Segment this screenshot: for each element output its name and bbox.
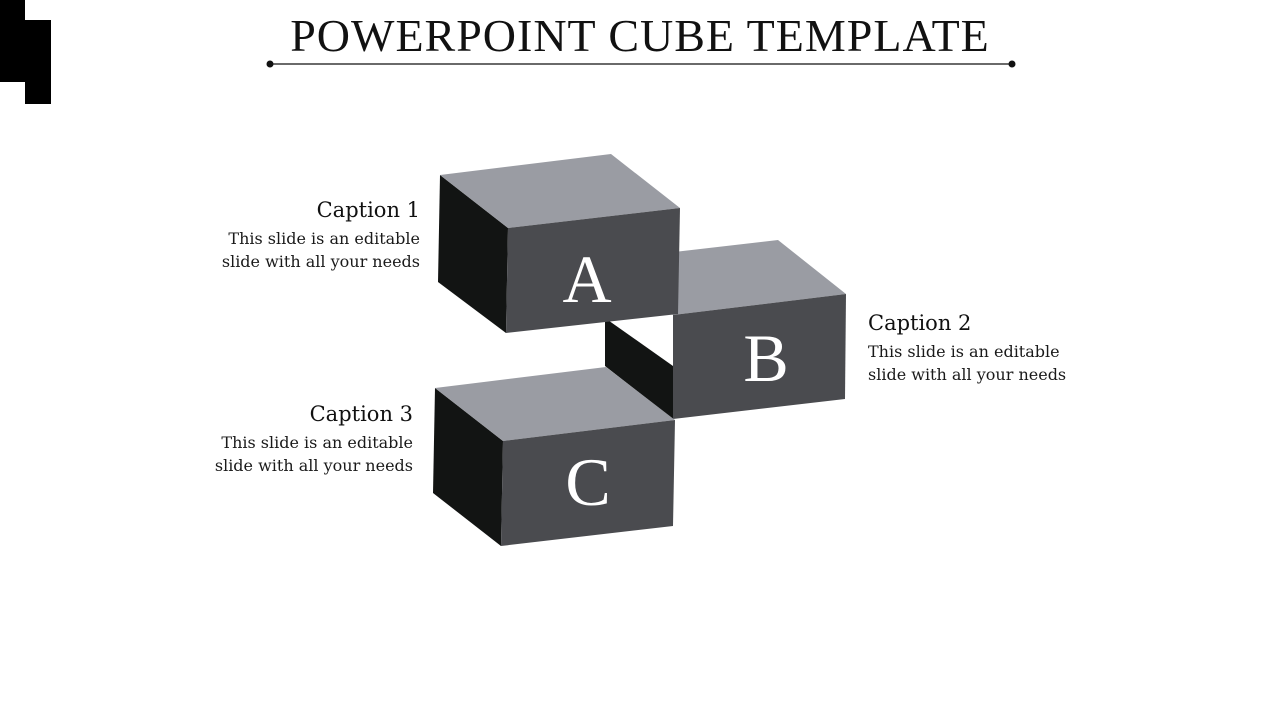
cube-c: C xyxy=(433,367,675,546)
caption-2-body-line-2: slide with all your needs xyxy=(868,365,1067,384)
caption-3-title: Caption 3 xyxy=(309,402,413,426)
cube-c-letter: C xyxy=(565,444,610,520)
caption-3-body: This slide is an editable slide with all… xyxy=(173,431,413,477)
caption-2-body-line-1: This slide is an editable xyxy=(868,342,1060,361)
cube-a-front-face xyxy=(506,208,680,333)
caption-1-title: Caption 1 xyxy=(316,198,420,222)
corner-decoration xyxy=(0,0,51,104)
slide-title: POWERPOINT CUBE TEMPLATE xyxy=(290,10,990,61)
caption-2-body: This slide is an editable slide with all… xyxy=(868,340,1108,386)
cube-b-front-face xyxy=(673,294,846,419)
cube-b-letter: B xyxy=(743,320,788,396)
caption-3: Caption 3 This slide is an editable slid… xyxy=(173,401,413,477)
cube-a-top-face xyxy=(440,154,680,228)
caption-2: Caption 2 This slide is an editable slid… xyxy=(868,310,1108,386)
caption-1: Caption 1 This slide is an editable slid… xyxy=(180,197,420,273)
caption-3-body-line-2: slide with all your needs xyxy=(214,456,413,475)
cube-c-front-face xyxy=(501,420,675,546)
cube-b-side-face xyxy=(605,318,673,419)
title-underline xyxy=(266,60,1016,68)
caption-1-body: This slide is an editable slide with all… xyxy=(180,227,420,273)
cube-a-letter: A xyxy=(562,241,611,317)
cube-c-side-face xyxy=(433,388,503,546)
caption-2-title: Caption 2 xyxy=(868,311,972,335)
caption-3-body-line-1: This slide is an editable xyxy=(221,433,413,452)
caption-1-body-line-2: slide with all your needs xyxy=(221,252,420,271)
caption-1-body-line-1: This slide is an editable xyxy=(228,229,420,248)
cube-c-top-face xyxy=(435,367,675,441)
cube-a: A xyxy=(438,154,680,333)
cube-a-side-face xyxy=(438,175,508,333)
